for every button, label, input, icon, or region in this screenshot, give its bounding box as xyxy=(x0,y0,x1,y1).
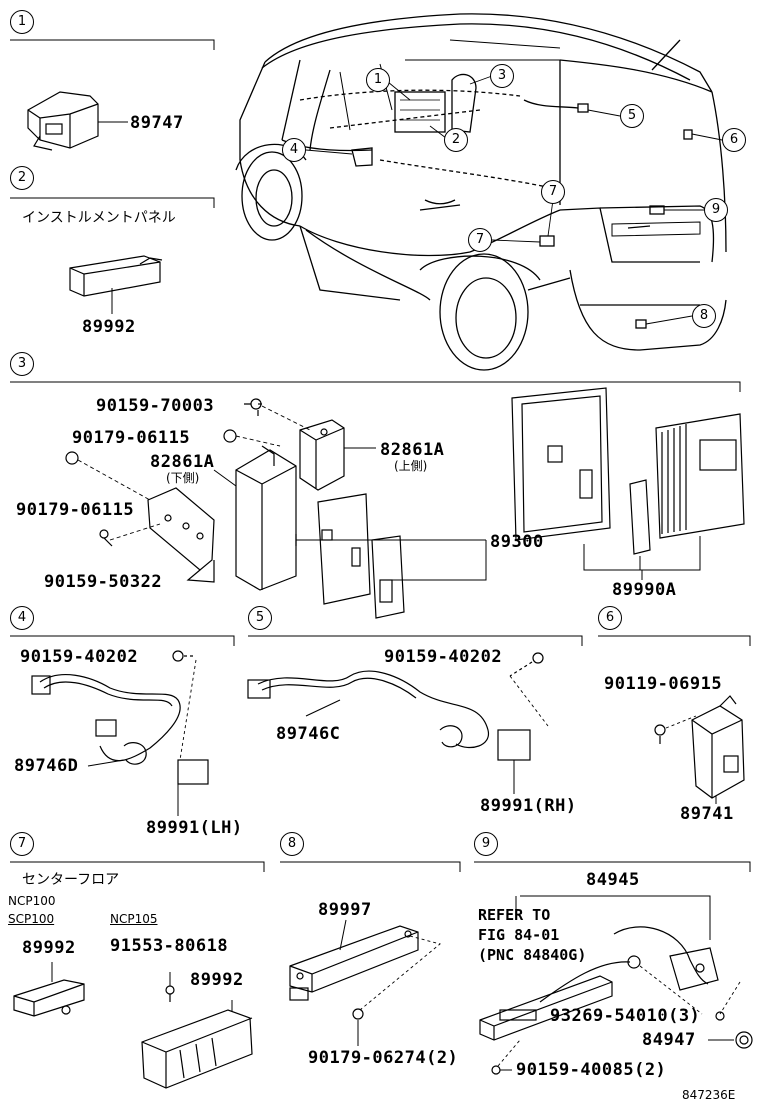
vehicle-callout-9: 9 xyxy=(704,198,728,222)
vehicle-callout-6: 6 xyxy=(722,128,746,152)
part-number-93269-54010: 93269-54010(3) xyxy=(550,1006,701,1026)
part-number-91553-80618: 91553-80618 xyxy=(110,936,229,956)
part-number-82861a-lower: 82861A xyxy=(150,452,215,472)
part-number-90159-40202-s5: 90159-40202 xyxy=(384,647,503,667)
vehicle-callout-7a: 7 xyxy=(541,180,565,204)
vehicle-callout-7b: 7 xyxy=(468,228,492,252)
part-number-90179-06115-b: 90179-06115 xyxy=(16,500,135,520)
part-number-84945: 84945 xyxy=(586,870,640,890)
refer-line-3: (PNC 84840G) xyxy=(478,946,587,964)
model-scp100: SCP100 xyxy=(8,912,55,926)
model-ncp100: NCP100 xyxy=(8,894,56,908)
vehicle-callout-1: 1 xyxy=(366,68,390,92)
section-6-badge: 6 xyxy=(598,606,622,630)
footer-code: 847236E xyxy=(682,1088,736,1102)
section-5-badge: 5 xyxy=(248,606,272,630)
section-8-badge: 8 xyxy=(280,832,304,856)
part-illustration-89747 xyxy=(27,91,128,151)
vehicle-callout-3: 3 xyxy=(490,64,514,88)
part-number-89992-panel: 89992 xyxy=(82,317,136,337)
part-number-90159-40085: 90159-40085(2) xyxy=(516,1060,667,1080)
part-number-89741: 89741 xyxy=(680,804,734,824)
section-7-badge: 7 xyxy=(10,832,34,856)
part-number-89992-floor-b: 89992 xyxy=(190,970,244,990)
part-illustration-section3 xyxy=(65,387,745,619)
note-upper-side: (上側) xyxy=(394,459,428,473)
part-number-90179-06274: 90179-06274(2) xyxy=(308,1048,459,1068)
part-illustration-section4 xyxy=(31,650,209,816)
part-number-90159-40202-s4: 90159-40202 xyxy=(20,647,139,667)
part-number-90119-06915: 90119-06915 xyxy=(604,674,723,694)
note-lower-side: (下側) xyxy=(166,471,200,485)
section-4-badge: 4 xyxy=(10,606,34,630)
vehicle-callout-4: 4 xyxy=(282,138,306,162)
refer-line-2: FIG 84-01 xyxy=(478,926,560,944)
part-number-89991-lh: 89991(LH) xyxy=(146,818,243,838)
refer-line-1: REFER TO xyxy=(478,906,551,924)
section-9-badge: 9 xyxy=(474,832,498,856)
part-illustration-section6 xyxy=(654,695,745,804)
part-number-89991-rh: 89991(RH) xyxy=(480,796,577,816)
part-number-89747: 89747 xyxy=(130,113,184,133)
section-2-badge: 2 xyxy=(10,166,34,190)
part-illustration-section9 xyxy=(479,895,753,1075)
caption-center-floor: センターフロア xyxy=(22,872,120,888)
model-ncp105: NCP105 xyxy=(110,912,158,926)
part-number-84947: 84947 xyxy=(642,1030,696,1050)
part-number-90179-06115-a: 90179-06115 xyxy=(72,428,191,448)
part-number-89990a: 89990A xyxy=(612,580,677,600)
section-1-badge: 1 xyxy=(10,10,34,34)
caption-instrument-panel: インストルメントパネル xyxy=(22,210,176,226)
section-rules xyxy=(10,39,751,872)
vehicle-callout-8: 8 xyxy=(692,304,716,328)
part-illustration-section8 xyxy=(289,919,441,1046)
part-number-89746d: 89746D xyxy=(14,756,79,776)
part-number-89300: 89300 xyxy=(490,532,544,552)
part-number-89992-floor-a: 89992 xyxy=(22,938,76,958)
part-illustration-89992-panel xyxy=(69,255,163,314)
part-illustration-section5 xyxy=(247,652,549,794)
vehicle-callout-5: 5 xyxy=(620,104,644,128)
vehicle-callout-2: 2 xyxy=(444,128,468,152)
section-3-badge: 3 xyxy=(10,352,34,376)
part-illustration-section7 xyxy=(13,962,253,1089)
part-number-90159-50322: 90159-50322 xyxy=(44,572,163,592)
part-number-89746c: 89746C xyxy=(276,724,341,744)
part-number-90159-70003: 90159-70003 xyxy=(96,396,215,416)
part-number-82861a-upper: 82861A xyxy=(380,440,445,460)
part-number-89997: 89997 xyxy=(318,900,372,920)
vehicle-illustration xyxy=(235,13,727,371)
